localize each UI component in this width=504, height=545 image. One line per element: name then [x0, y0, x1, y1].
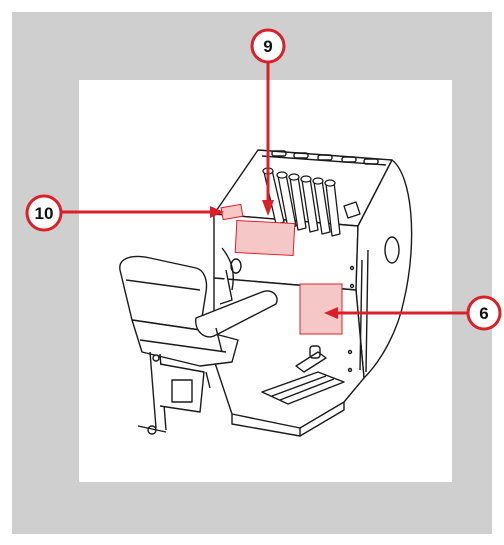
callout-label: 10 — [35, 204, 54, 223]
callout-9: 9 — [250, 28, 286, 64]
callout-6: 6 — [466, 295, 502, 331]
decal-6 — [299, 283, 343, 335]
callout-circle — [466, 295, 502, 331]
callout-10: 10 — [25, 194, 63, 232]
callout-label: 9 — [263, 37, 272, 56]
decal-10 — [220, 203, 244, 221]
callout-label: 6 — [479, 304, 488, 323]
operator-seat — [119, 255, 278, 435]
decal-highlights — [220, 203, 343, 335]
decal-9 — [234, 219, 296, 257]
callout-circle — [250, 28, 286, 64]
callout-circle — [25, 194, 63, 232]
leader-lines — [62, 62, 468, 319]
